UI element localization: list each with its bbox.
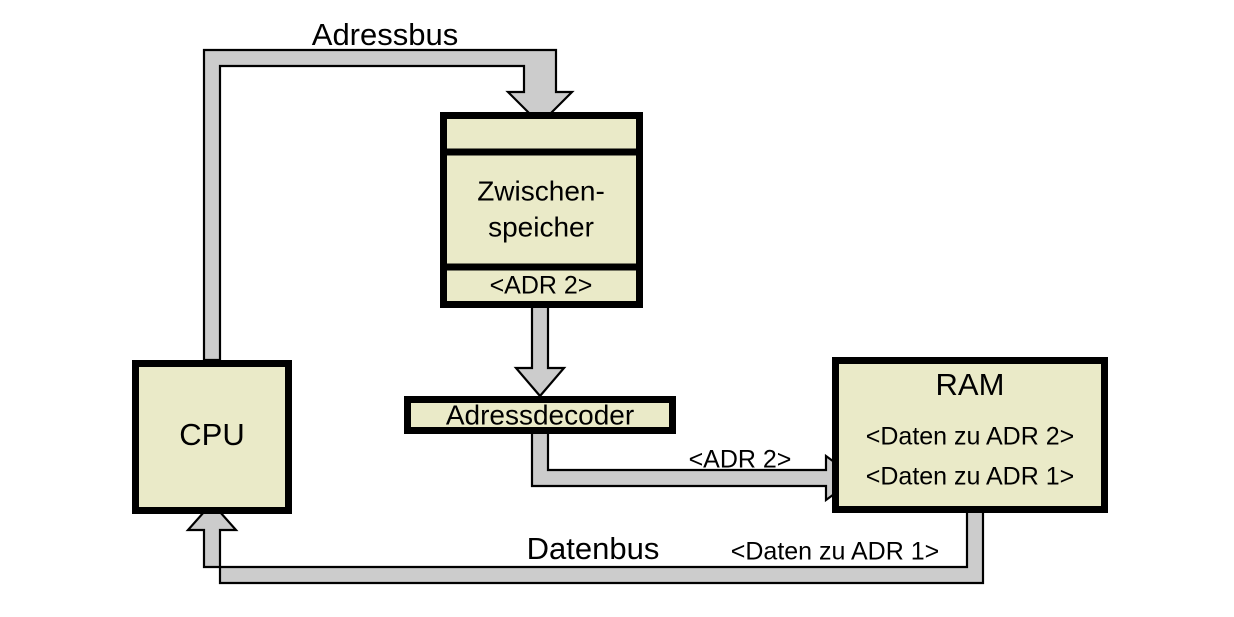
node-adressdecoder[interactable]: Adressdecoder bbox=[404, 396, 676, 434]
node-ram[interactable]: RAM <Daten zu ADR 2> <Daten zu ADR 1> bbox=[832, 357, 1108, 513]
datenbus-connector bbox=[185, 501, 985, 585]
zwischenspeicher-label-line2: speicher bbox=[488, 211, 594, 242]
adressbus-label: Adressbus bbox=[312, 17, 458, 52]
zwischenspeicher-label-line1: Zwischen- bbox=[477, 175, 605, 206]
datenbus-label: Datenbus bbox=[527, 531, 660, 566]
zwischenspeicher-to-decoder-connector bbox=[513, 303, 567, 398]
adressdecoder-label: Adressdecoder bbox=[446, 399, 634, 430]
node-zwischenspeicher[interactable]: Zwischen- speicher <ADR 2> bbox=[440, 112, 643, 308]
datenbus-path bbox=[185, 501, 985, 585]
zwischenspeicher-row-bottom-value: <ADR 2> bbox=[490, 272, 593, 300]
adressbus-connector bbox=[202, 48, 575, 362]
decoder-link-path bbox=[513, 303, 567, 398]
ram-title: RAM bbox=[936, 367, 1005, 402]
ram-line-1: <Daten zu ADR 2> bbox=[866, 423, 1074, 451]
zwischenspeicher-box[interactable] bbox=[440, 112, 643, 308]
ram-line-2: <Daten zu ADR 1> bbox=[866, 463, 1074, 491]
datenbus-payload-label: <Daten zu ADR 1> bbox=[731, 538, 939, 566]
cpu-label: CPU bbox=[179, 417, 244, 452]
ram-box[interactable] bbox=[832, 357, 1108, 513]
cpu-box[interactable] bbox=[132, 360, 292, 514]
adr2-link-label: <ADR 2> bbox=[689, 446, 792, 474]
adressdecoder-box[interactable] bbox=[404, 396, 676, 434]
adressbus-path bbox=[202, 48, 575, 362]
node-cpu[interactable]: CPU bbox=[132, 360, 292, 514]
